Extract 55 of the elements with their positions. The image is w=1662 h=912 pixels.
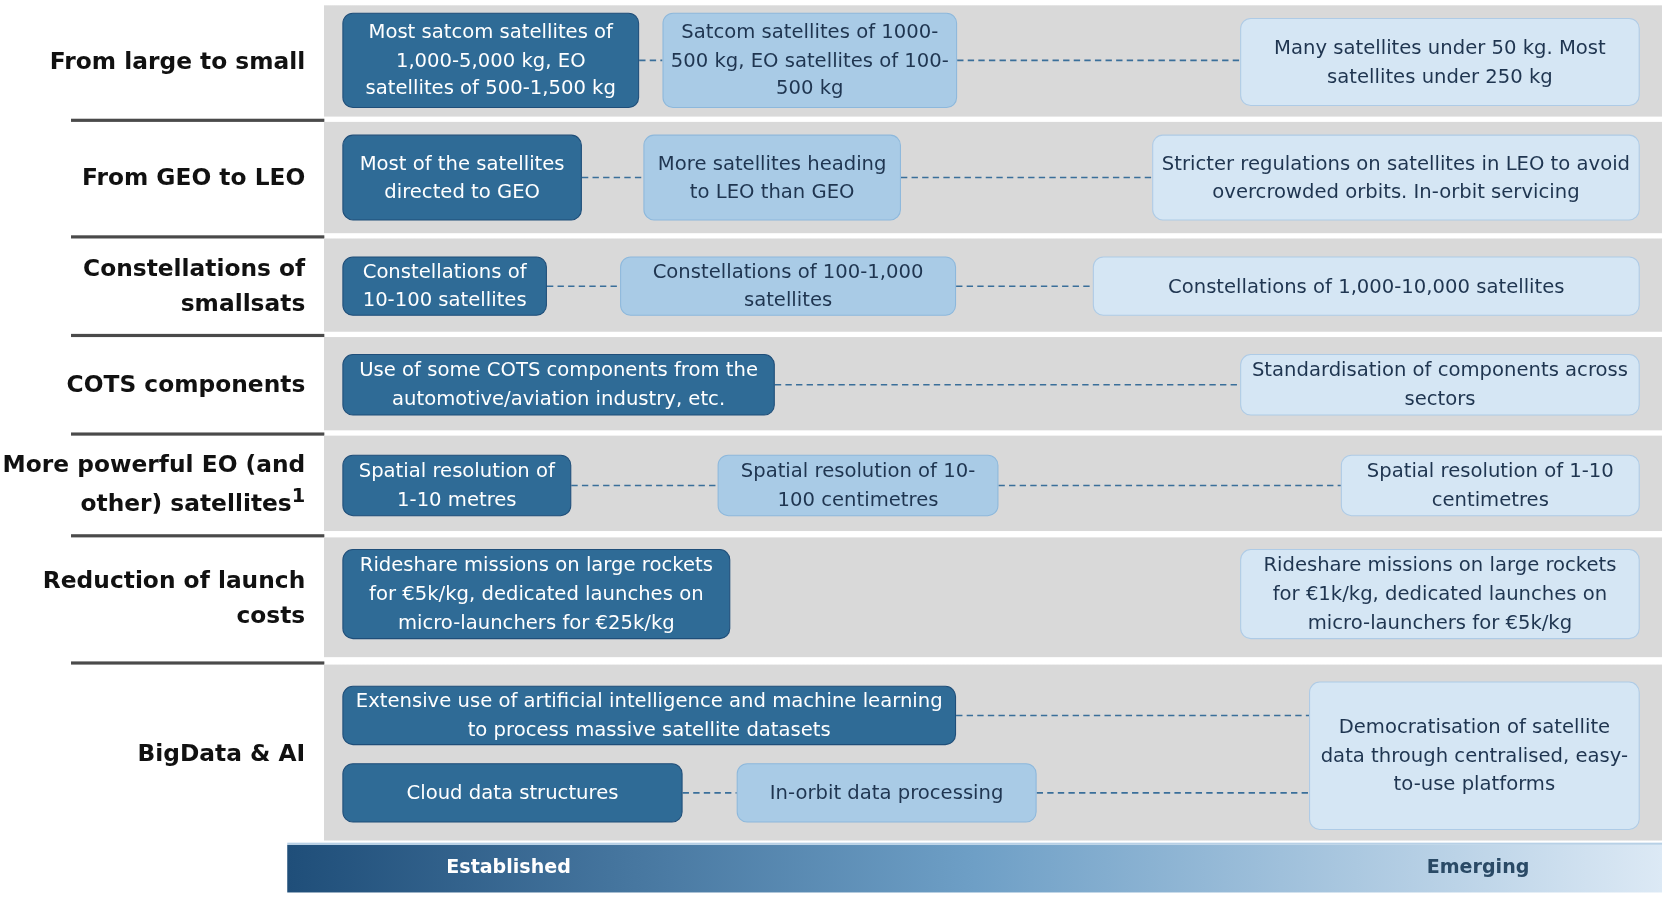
box-text: Democratisation of satellite data through centralised, easy-to-use platforms <box>1319 714 1630 797</box>
row-heading: From large to small <box>49 46 306 77</box>
stage-box <box>717 454 999 517</box>
dashed-connector <box>997 484 1342 487</box>
box-text: In-orbit data processing <box>769 779 1004 805</box>
stage-box <box>1240 549 1640 640</box>
row-heading: Constellations of smallsats <box>82 253 306 318</box>
dashed-connector <box>956 59 1241 62</box>
dashed-connector <box>955 714 1310 717</box>
row-heading: More powerful EO (and other) satellites$^{1}$ <box>1 449 306 519</box>
box-text: More satellites heading to LEO than GEO <box>656 150 888 204</box>
box-text: Constellations of 1,000-10,000 satellites <box>1168 273 1565 299</box>
stage-box <box>1240 18 1640 106</box>
stage-box <box>342 685 957 746</box>
stage-box <box>736 763 1037 823</box>
stage-box <box>1340 454 1640 517</box>
box-text: Rideshare missions on large rockets for €5k/kg, dedicated launches on micro-launchers for €25k/kg <box>358 552 714 635</box>
stage-box <box>662 12 958 109</box>
row-heading: BigData & AI <box>137 738 306 768</box>
stage-box <box>342 549 731 640</box>
box-text: Constellations of 10-100 satellites <box>361 258 528 313</box>
row-heading: Reduction of launch costs <box>41 565 306 630</box>
box-text: Stricter regulations on satellites in LEO to avoid overcrowded orbits. In-orbit servicing <box>1160 150 1632 204</box>
stage-box <box>1240 354 1640 416</box>
stage-box <box>1092 256 1640 316</box>
stage-box <box>620 256 957 316</box>
dashed-connector <box>1035 792 1310 794</box>
stage-box <box>1152 134 1640 221</box>
box-text: Constellations of 100-1,000 satellites <box>651 258 925 313</box>
scale-label: Established <box>446 855 571 878</box>
box-text: Standardisation of components across sectors <box>1250 357 1629 412</box>
stage-box <box>342 354 775 416</box>
box-text: Most of the satellites directed to GEO <box>358 150 566 204</box>
stage-box <box>342 454 572 517</box>
scale-label: Emerging <box>1426 855 1530 878</box>
stage-box <box>342 763 683 823</box>
stage-box <box>342 256 547 316</box>
box-text: Cloud data structures <box>406 779 619 805</box>
box-text: Most satcom satellites of 1,000-5,000 kg, EO satellites of 500-1,500 kg <box>364 18 617 101</box>
box-text: Spatial resolution of 10-100 centimetres <box>739 458 977 512</box>
box-text: Use of some COTS components from the automotive/aviation industry, etc. <box>358 357 759 412</box>
row-heading: From GEO to LEO <box>82 163 306 193</box>
box-text: Spatial resolution of 1-10 centimetres <box>1365 458 1615 512</box>
box-text: Spatial resolution of 1-10 metres <box>357 458 557 512</box>
stage-box <box>342 134 582 221</box>
stage-box <box>1309 681 1640 830</box>
box-text: Extensive use of artificial intelligence and machine learning to process massive satellite datasets <box>354 688 944 742</box>
box-text: Many satellites under 50 kg. Most satellites under 250 kg <box>1273 34 1607 89</box>
stage-box <box>342 12 640 109</box>
dashed-connector <box>638 59 664 62</box>
dashed-connector <box>900 176 1153 179</box>
box-text: Satcom satellites of 1000-500 kg, EO satellites of 100-500 kg <box>669 18 950 101</box>
row-heading: COTS components <box>66 369 306 399</box>
stage-box <box>643 134 901 221</box>
box-text: Rideshare missions on large rockets for €1k/kg, dedicated launches on micro-launchers for €5k/kg <box>1262 552 1618 635</box>
